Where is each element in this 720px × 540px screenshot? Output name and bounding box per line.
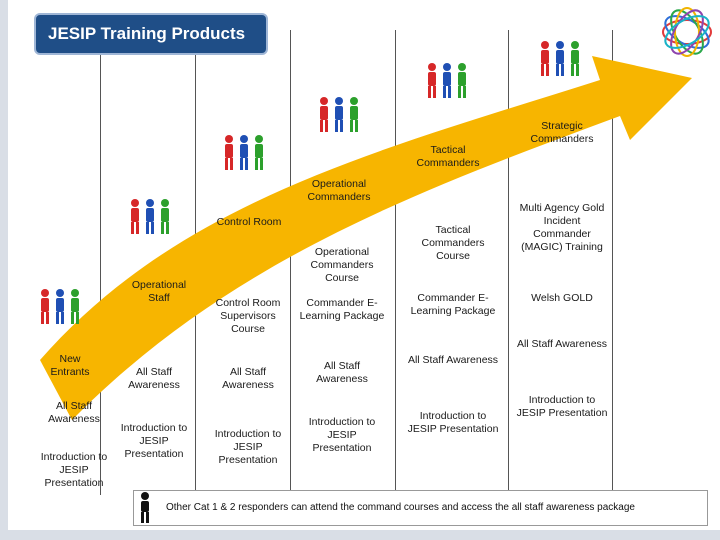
course-item: Introduction to JESIP Presentation [120, 422, 188, 460]
footer-box [133, 490, 708, 526]
people-group-icon [428, 63, 466, 98]
course-item: All Staff Awareness [407, 354, 499, 366]
progression-arrow [40, 56, 692, 420]
course-item: All Staff Awareness [316, 360, 368, 385]
stage-label: Operational Commanders [307, 178, 371, 203]
column-divider [100, 30, 101, 495]
course-item: Control Room Supervisors Course [215, 297, 281, 335]
course-item: Tactical Commanders Course [421, 224, 485, 262]
people-group-icon [225, 135, 263, 170]
course-item: Introduction to JESIP Presentation [516, 394, 608, 419]
page-title: JESIP Training Products [34, 13, 268, 55]
stage-label: Control Room [216, 216, 282, 228]
column-divider [612, 30, 613, 495]
people-group-icon [320, 97, 358, 132]
course-item: Operational Commanders Course [310, 246, 374, 284]
course-item: Introduction to JESIP Presentation [308, 416, 376, 454]
stage-label: Tactical Commanders [416, 144, 480, 169]
column-divider [395, 30, 396, 495]
course-item: Introduction to JESIP Presentation [214, 428, 282, 466]
people-group-icon [131, 199, 169, 234]
course-item: All Staff Awareness [128, 366, 180, 391]
course-item: Introduction to JESIP Presentation [407, 410, 499, 435]
column-divider [290, 30, 291, 495]
people-group-icon [541, 41, 579, 76]
course-item: Commander E-Learning Package [410, 292, 496, 317]
course-item: Welsh GOLD [531, 292, 593, 304]
stage-label: Operational Staff [131, 279, 187, 304]
logo-icon [662, 7, 712, 57]
column-divider [508, 30, 509, 495]
footer-note: Other Cat 1 & 2 responders can attend th… [166, 502, 635, 513]
people-group-icon [41, 289, 79, 324]
course-item: All Staff Awareness [222, 366, 274, 391]
course-item: All Staff Awareness [48, 400, 100, 425]
person-icon [141, 492, 149, 523]
stage-label: Strategic Commanders [530, 120, 594, 145]
bottom-frame-bar [0, 530, 720, 540]
course-item: Multi Agency Gold Incident Commander (MA… [519, 202, 605, 253]
left-frame-bar [0, 0, 8, 540]
course-item: All Staff Awareness [516, 338, 608, 350]
course-item: Commander E-Learning Package [299, 297, 385, 322]
course-item: Introduction to JESIP Presentation [40, 451, 108, 489]
stage-label: New Entrants [50, 353, 90, 378]
